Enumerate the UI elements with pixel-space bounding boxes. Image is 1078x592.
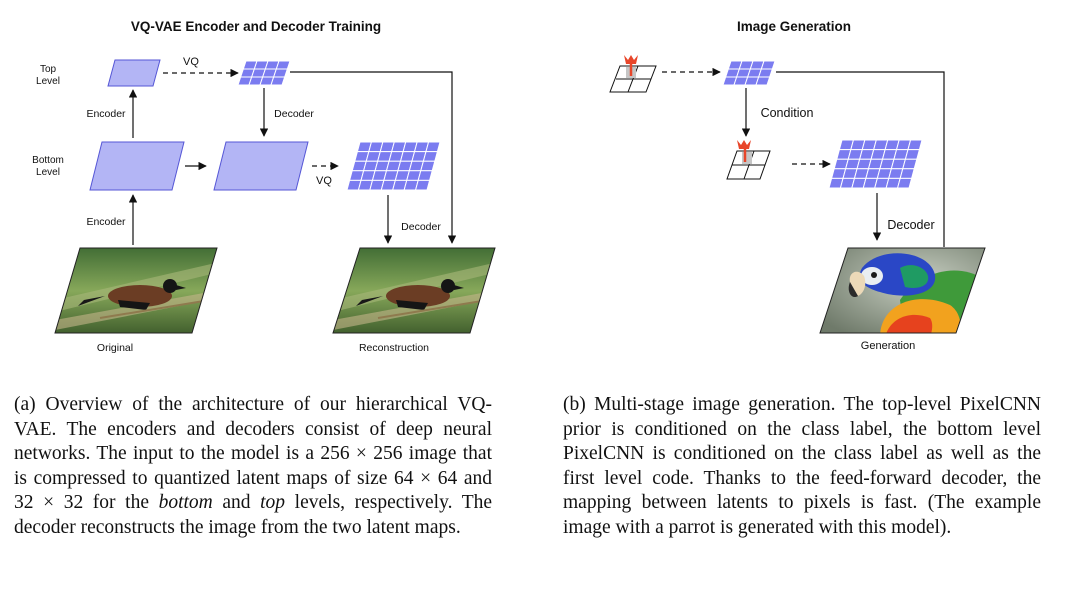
pixelcnn-icon-top [624, 55, 638, 76]
bottom-level-label-line1: Bottom [32, 155, 64, 166]
architecture-figure: VQ-VAE Encoder and Decoder Training Top … [32, 19, 986, 354]
grid-cell [270, 76, 286, 86]
decoded-bottom-latent [213, 141, 309, 191]
panel-b-title: Image Generation [737, 19, 851, 34]
grid-cell [414, 179, 431, 191]
grid-cell [422, 151, 439, 162]
grid-cell [425, 141, 441, 153]
bottom-pixelcnn-plane [726, 150, 771, 180]
top-skip-arrow [290, 71, 457, 244]
grid-cell [896, 177, 913, 189]
grid-cell [902, 158, 918, 170]
decoder-right-label: Decoder [401, 221, 441, 233]
encoder-bottom-label: Encoder [86, 216, 126, 228]
reconstruction-label: Reconstruction [359, 342, 429, 354]
caption-a-top: top [260, 492, 286, 513]
grid-cell [272, 68, 289, 78]
caption-a: (a) Overview of the architecture of our … [14, 393, 492, 540]
gen-top-skip-line [776, 71, 945, 247]
original-bird-image [54, 247, 218, 334]
panel-a-title: VQ-VAE Encoder and Decoder Training [131, 19, 381, 34]
bottom-latent-map [89, 141, 185, 191]
top-quantized-grid [237, 60, 291, 86]
decoder-mid-label: Decoder [274, 108, 314, 120]
top-pixelcnn-plane [609, 65, 657, 93]
grid-cell [757, 68, 774, 78]
grid-cell [417, 170, 433, 181]
condition-label: Condition [761, 106, 814, 120]
vq-top-label: VQ [183, 56, 199, 68]
grid-cell [760, 60, 776, 70]
vq-bottom-label: VQ [316, 175, 332, 187]
top-level-label-line1: Top [40, 64, 57, 75]
generated-top-grid [722, 60, 776, 86]
generated-bottom-grid [828, 139, 923, 189]
original-label: Original [97, 342, 133, 354]
grid-cell [899, 168, 915, 179]
bottom-level-label-line2: Level [36, 167, 60, 178]
top-latent-map [107, 59, 161, 87]
caption-a-bottom: bottom [158, 492, 213, 513]
reconstruction-bird-image [332, 247, 496, 334]
caption-a-and: and [212, 492, 261, 513]
grid-cell [755, 76, 771, 86]
top-level-label-line2: Level [36, 76, 60, 87]
generation-label: Generation [861, 340, 915, 352]
encoder-top-label: Encoder [86, 108, 126, 120]
caption-a-part1: (a) Overview of the architecture of our … [14, 394, 492, 513]
caption-b-text: (b) Multi-stage image generation. The to… [563, 394, 1041, 538]
caption-b: (b) Multi-stage image generation. The to… [563, 393, 1041, 540]
gen-decoder-label: Decoder [887, 218, 934, 232]
grid-cell [904, 149, 921, 160]
grid-cell [420, 160, 436, 172]
grid-cell [275, 60, 291, 70]
pixelcnn-icon-bottom [737, 140, 751, 162]
generated-parrot-image [819, 247, 986, 334]
grid-cell [907, 139, 923, 151]
bottom-quantized-grid [346, 141, 441, 191]
caption-a-part2: levels, respectively. The decoder recons… [14, 492, 493, 538]
